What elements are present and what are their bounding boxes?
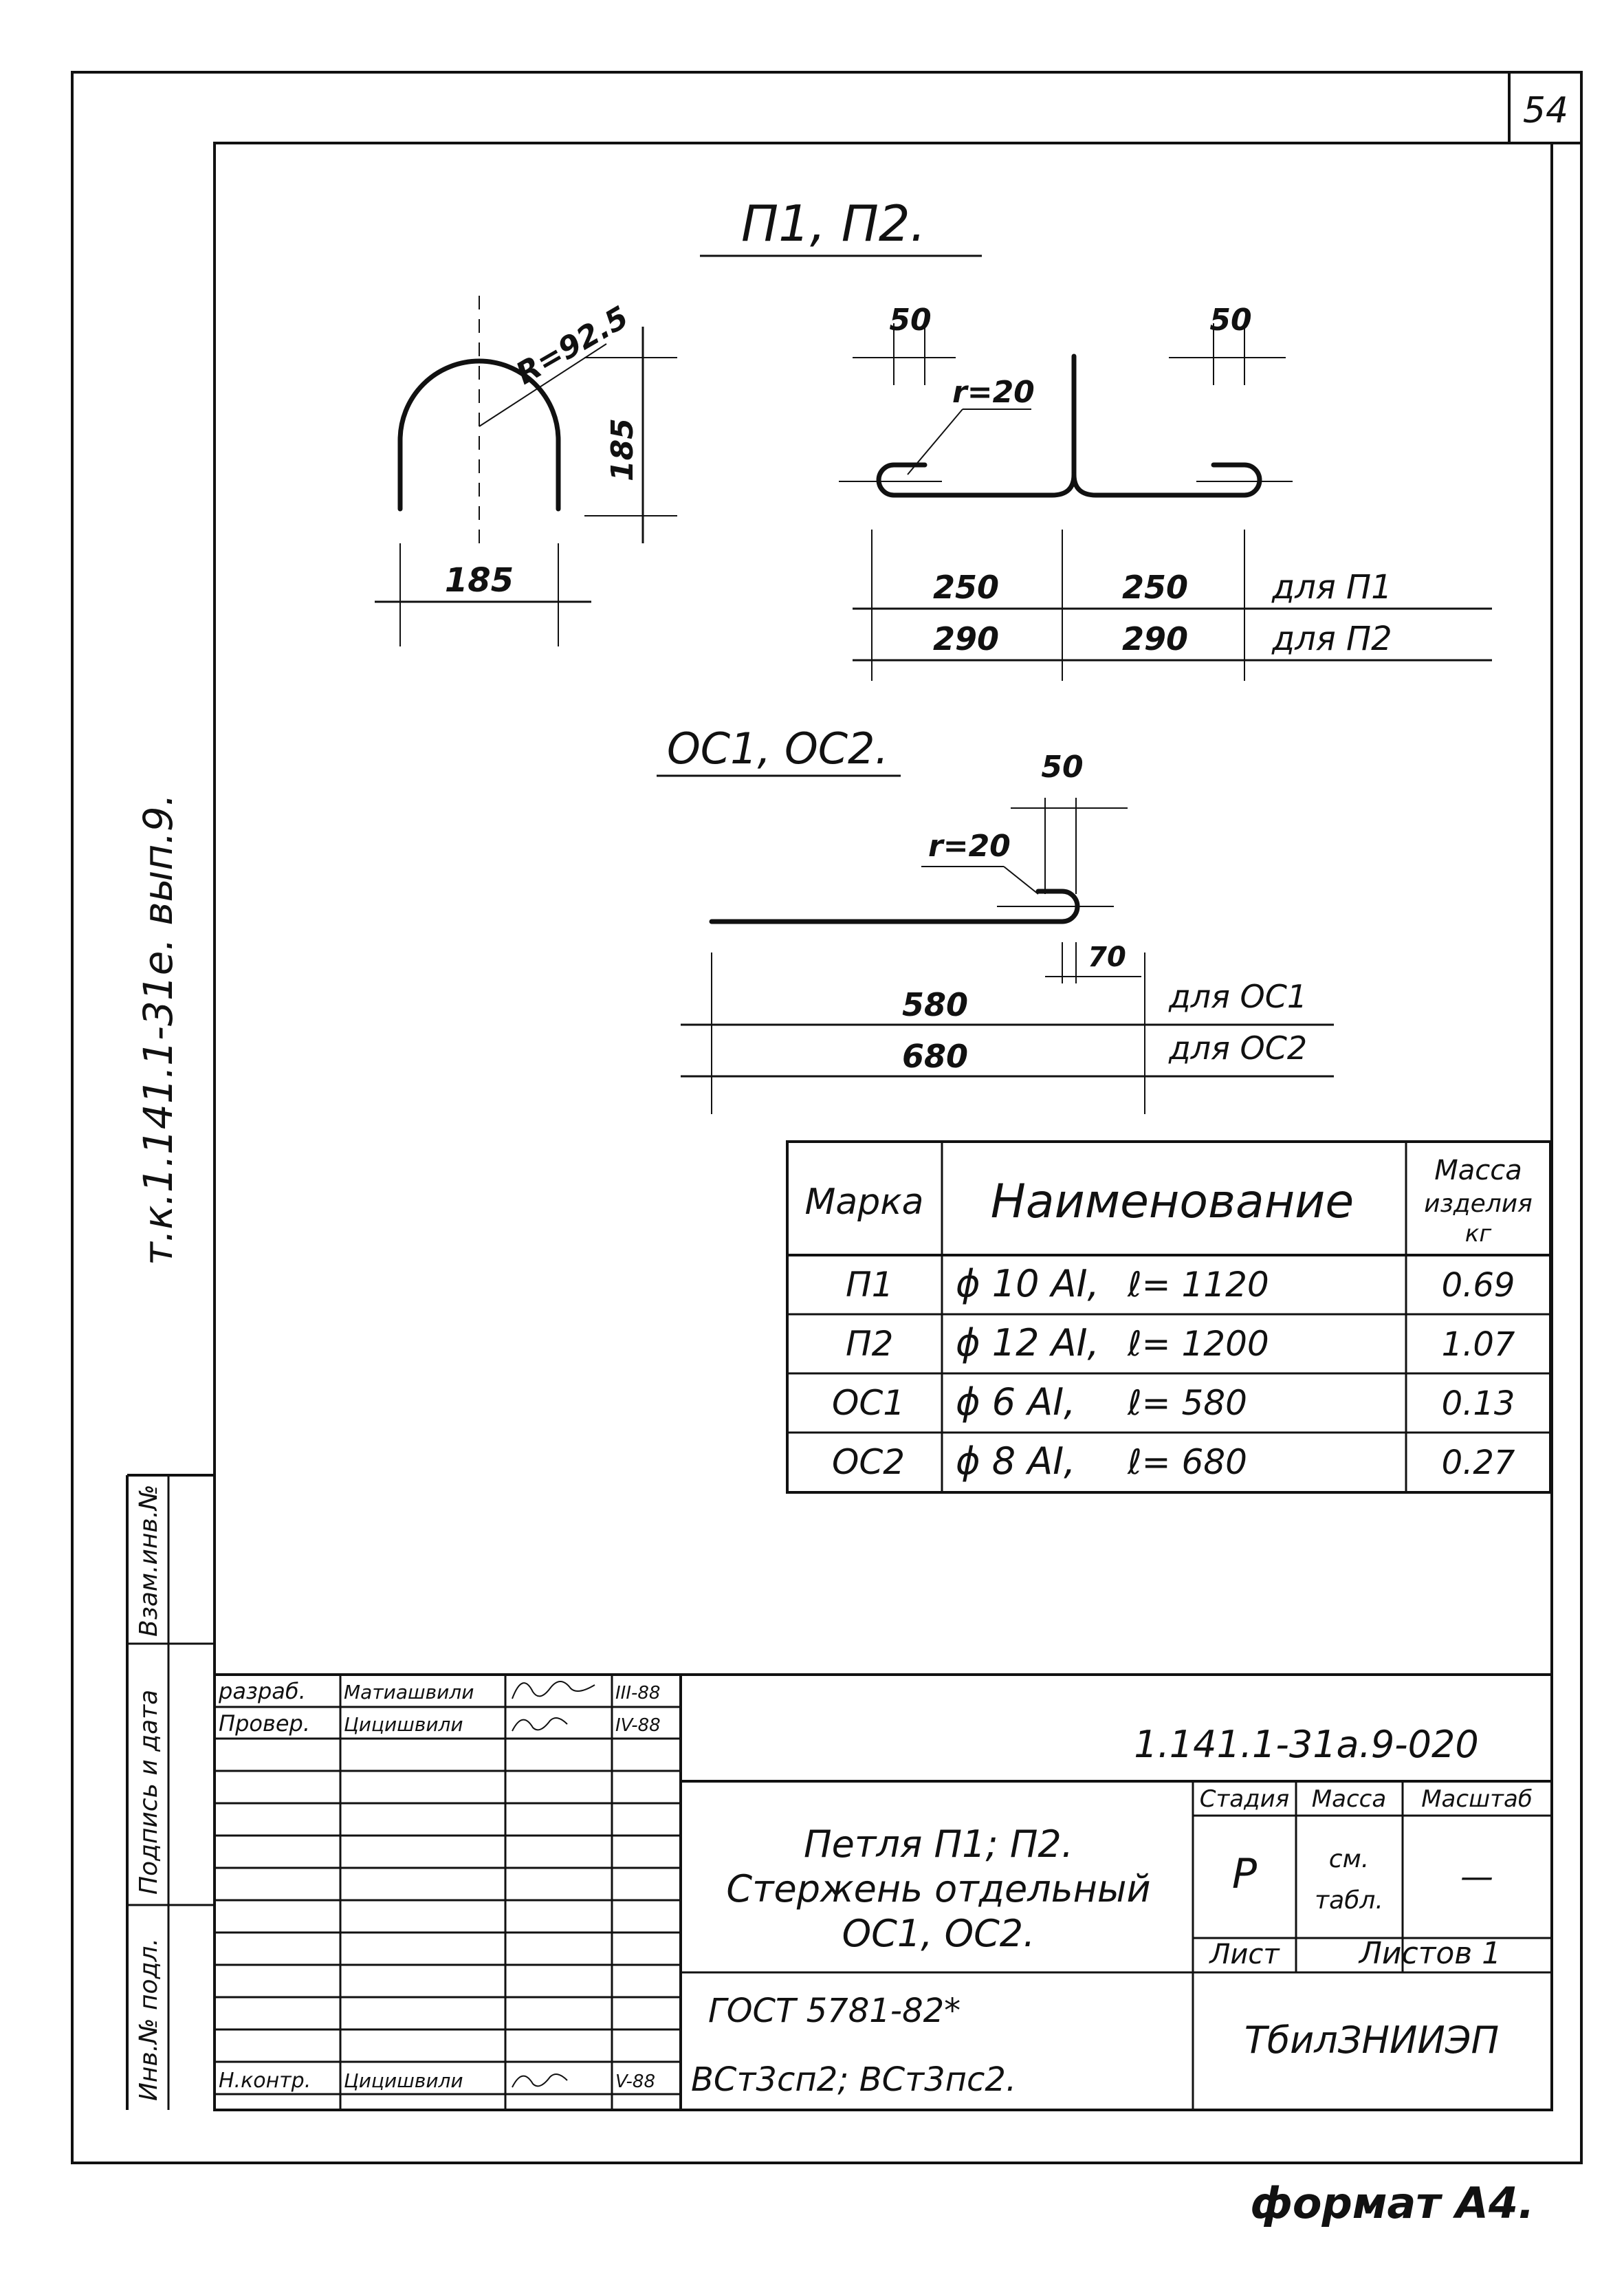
straight-bar-drawing <box>681 798 1334 1114</box>
spec-row-name: ϕ 6 АI, <box>956 1380 1075 1424</box>
format-label: формат А4. <box>1250 2178 1534 2228</box>
spec-row: П1 ϕ 10 АI, ℓ= 1120 0.69 <box>846 1262 1515 1305</box>
side-stamp <box>126 1474 215 2110</box>
p2-dim-a: 290 <box>933 620 999 657</box>
spec-row-length: ℓ= 1120 <box>1127 1265 1269 1305</box>
spec-row-length: ℓ= 680 <box>1127 1442 1247 1482</box>
title-line-2: Стержень отдельный <box>726 1867 1150 1911</box>
spec-row-mark: П1 <box>846 1265 893 1305</box>
loop-radius-label: R=92.5 <box>510 300 635 392</box>
oc-70: 70 <box>1088 941 1126 973</box>
bar-50-right: 50 <box>1209 303 1251 338</box>
spec-header-mass: Масса <box>1434 1155 1522 1186</box>
scale-header: Масштаб <box>1421 1785 1533 1813</box>
title-date-1: III-88 <box>615 1683 660 1703</box>
spec-row-mass: 0.27 <box>1442 1444 1515 1482</box>
spec-row: ОС2 ϕ 8 АI, ℓ= 680 0.27 <box>832 1439 1515 1483</box>
title-name-1: Матиашвили <box>344 1681 474 1703</box>
title-name-3: Цицишвили <box>344 2069 463 2092</box>
oc1-label: для ОС1 <box>1168 978 1307 1015</box>
stage-value: Р <box>1232 1850 1258 1898</box>
spec-header-item: изделия <box>1424 1190 1533 1218</box>
side-stamp-sign: Подпись и дата <box>135 1690 163 1895</box>
title-line-3: ОС1, ОС2. <box>842 1912 1035 1955</box>
title-role-1: разраб. <box>218 1678 306 1704</box>
spec-row-mark: ОС2 <box>832 1442 905 1482</box>
title-block <box>215 1673 1552 2110</box>
organization: ТбилЗНИИЭП <box>1244 2018 1499 2062</box>
spec-header-name: Наименование <box>991 1175 1354 1229</box>
section-p-title: П1, П2. <box>741 195 926 252</box>
stage-header: Стадия <box>1200 1785 1289 1813</box>
spec-row-mark: ОС1 <box>832 1383 905 1423</box>
loop-width-label: 185 <box>445 561 514 600</box>
side-stamp-inv: Инв.№ подл. <box>135 1938 163 2101</box>
oc2-label: для ОС2 <box>1168 1030 1307 1067</box>
steel-grade: ВСт3сп2; ВСт3пс2. <box>691 2060 1016 2099</box>
p1-dim-label: для П1 <box>1271 568 1392 607</box>
spec-row-mass: 0.69 <box>1442 1266 1515 1305</box>
sheet-frame <box>71 71 1583 2164</box>
bar-bend-radius: r=20 <box>952 375 1035 410</box>
signature-marks <box>512 1681 595 2088</box>
document-code: 1.141.1-31а.9-020 <box>1134 1723 1478 1766</box>
title-name-2: Цицишвили <box>344 1713 463 1736</box>
p1-dim-b: 250 <box>1122 569 1188 606</box>
side-stamp-replace: Взам.инв.№ <box>135 1484 163 1637</box>
spec-row: П2 ϕ 12 АI, ℓ= 1200 1.07 <box>846 1321 1515 1364</box>
spec-row-mass: 0.13 <box>1442 1384 1515 1423</box>
spec-row-name: ϕ 10 АI, <box>956 1262 1099 1305</box>
loop-drawing: R=92.5 185 185 <box>375 296 677 646</box>
standard-ref: ГОСТ 5781-82* <box>708 1992 961 2030</box>
spec-row-name: ϕ 12 АI, <box>956 1321 1099 1364</box>
scale-value: — <box>1460 1858 1493 1896</box>
section-oc-title: ОС1, ОС2. <box>667 723 888 774</box>
title-date-3: V-88 <box>615 2071 655 2092</box>
bar-50-left: 50 <box>889 303 931 338</box>
title-line-1: Петля П1; П2. <box>804 1822 1073 1866</box>
oc1-length: 580 <box>902 986 968 1023</box>
sheet-number: 54 <box>1523 90 1568 131</box>
spec-row: ОС1 ϕ 6 АI, ℓ= 580 0.13 <box>832 1380 1515 1424</box>
title-role-2: Провер. <box>219 1710 310 1737</box>
mass-header: Масса <box>1312 1785 1386 1813</box>
spec-row-mass: 1.07 <box>1442 1325 1515 1364</box>
spec-table <box>786 1140 1552 1494</box>
spec-header-unit: кг <box>1465 1220 1493 1248</box>
side-code: т.к.1.141.1-31е. вып.9. <box>135 794 182 1265</box>
p2-dim-label: для П2 <box>1271 620 1392 658</box>
oc2-length: 680 <box>902 1038 968 1075</box>
spec-header-mark: Марка <box>804 1182 923 1223</box>
spec-row-length: ℓ= 1200 <box>1127 1324 1269 1364</box>
bent-bar-drawing: 50 50 r=20 <box>839 303 1492 681</box>
mass-value-1: см. <box>1329 1845 1369 1873</box>
title-role-3: Н.контр. <box>219 2069 311 2093</box>
spec-row-length: ℓ= 580 <box>1127 1383 1247 1423</box>
p1-dim-a: 250 <box>933 569 999 606</box>
mass-value-2: табл. <box>1315 1886 1383 1915</box>
spec-row-name: ϕ 8 АI, <box>956 1439 1075 1483</box>
sheets-label: Листов 1 <box>1358 1936 1501 1971</box>
oc-bend-radius: r=20 <box>928 829 1011 864</box>
title-date-2: IV-88 <box>615 1715 661 1736</box>
p2-dim-b: 290 <box>1122 620 1188 657</box>
spec-row-mark: П2 <box>846 1324 893 1364</box>
loop-height-label: 185 <box>605 418 640 481</box>
oc-50: 50 <box>1041 750 1083 785</box>
sheet-label: Лист <box>1208 1939 1280 1970</box>
